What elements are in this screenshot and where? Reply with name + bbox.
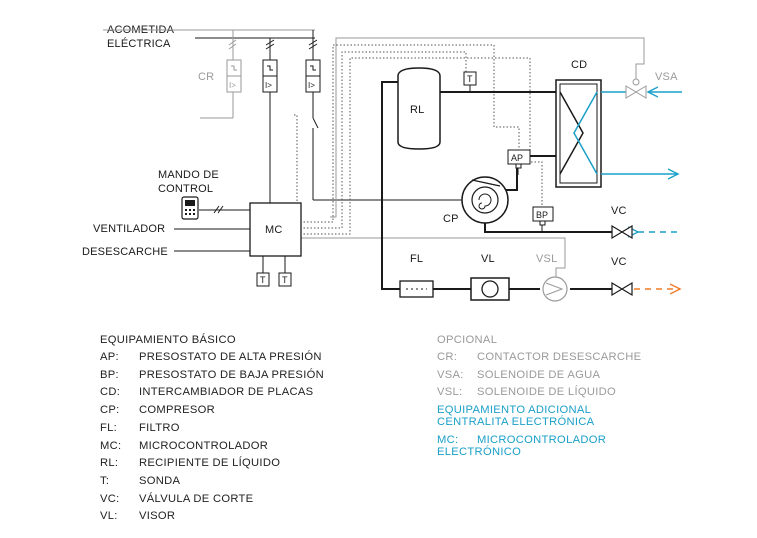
liquid-solenoid-vsl: VSL (536, 253, 568, 302)
legend-description: FILTRO (139, 421, 180, 434)
cp-label: CP (443, 213, 459, 225)
breaker-2: I> (305, 30, 462, 201)
mc-label: MC (265, 224, 283, 236)
vsa-control-line (330, 37, 645, 218)
vc-bottom-label: VC (611, 256, 627, 268)
breaker-1-mark: I> (265, 81, 272, 90)
legend-optional: OPCIONAL CR: CONTACTOR DESESCARCHE VSA: SOL… (437, 334, 747, 474)
electrical-supply: ACOMETIDA ELÉCTRICA (103, 24, 315, 50)
signal-lines (294, 44, 543, 235)
legend-extra-code: MC: (437, 434, 459, 446)
contactor-cr: CR I> (198, 30, 242, 119)
legend-optional-title: OPCIONAL (437, 334, 498, 346)
pressure-switch-ap: AP (507, 149, 531, 175)
shutoff-valve-bottom: VC (611, 256, 680, 297)
breaker-1: I> (262, 38, 278, 203)
plate-heat-exchanger: CD (555, 59, 602, 188)
legend-code: CD: (100, 386, 121, 399)
vsl-label: VSL (536, 253, 557, 265)
vsl-control-line (300, 237, 566, 280)
breaker-2-mark: I> (308, 81, 315, 90)
legend-basic: EQUIPAMIENTO BÁSICO AP: PRESOSTATO DE ALT… (100, 334, 400, 534)
outputs: VENTILADOR DESESCARCHE (82, 223, 250, 258)
fl-label: FL (410, 253, 423, 265)
cd-label: CD (571, 59, 587, 71)
legend-description: MICROCONTROLADOR (139, 439, 269, 452)
legend-description: PRESOSTATO DE BAJA PRESIÓN (139, 368, 324, 381)
legend-code: FL: (100, 421, 118, 434)
legend-code: VL: (100, 510, 118, 523)
legend-description: SOLENOIDE DE AGUA (477, 368, 601, 381)
diagram-label: T (282, 275, 288, 285)
legend-basic-title: EQUIPAMIENTO BÁSICO (100, 334, 236, 346)
diagram-label: I> (229, 81, 236, 90)
legend-code: AP: (100, 351, 119, 363)
refrigerant-circuit (381, 81, 612, 290)
sight-glass: VL (470, 253, 510, 301)
legend-code: VC: (100, 492, 120, 505)
vc-top-label: VC (611, 205, 627, 217)
legend-code: T: (100, 474, 110, 487)
cr-label: CR (198, 71, 214, 83)
diagram-label: T (260, 275, 266, 285)
diagram-label: AP (511, 153, 523, 163)
legend-code: CR: (437, 351, 458, 363)
probe-t-1 (256, 272, 270, 287)
legend-description: VISOR (139, 510, 176, 523)
diagram-label: BP (536, 210, 548, 220)
legend-code: BP: (100, 368, 119, 381)
vsa-label: VSA (655, 71, 678, 83)
legend-extra-title-1: EQUIPAMIENTO ADICIONAL (437, 404, 592, 416)
water-solenoid-vsa: VSA (625, 71, 678, 99)
legend-code: RL: (100, 457, 119, 470)
diagram-label: T (467, 74, 473, 84)
mando-label-1: MANDO DE (158, 169, 219, 181)
probe-t-line: T (463, 71, 477, 92)
legend-extra-title-2: CENTRALITA ELECTRÓNICA (437, 416, 595, 428)
filter: FL (399, 253, 434, 298)
remote-control: MANDO DE CONTROL (158, 169, 250, 220)
legend-code: VSL: (437, 386, 463, 399)
legend-description: VÁLVULA DE CORTE (139, 492, 254, 505)
pressure-switch-bp: BP (532, 206, 554, 232)
legend-extra-desc-1: MICROCONTROLADOR (477, 434, 607, 446)
compressor: CP (443, 176, 509, 225)
probe-t-2 (278, 272, 292, 287)
legend-extra-desc-2: ELECTRÓNICO (437, 446, 522, 458)
legend-description: CONTACTOR DESESCARCHE (477, 351, 642, 363)
ventilador-label: VENTILADOR (93, 223, 165, 235)
rl-label: RL (410, 104, 424, 116)
microcontroller: MC T T (249, 202, 302, 287)
legend-description: SONDA (139, 474, 181, 487)
water-lines (601, 92, 682, 232)
liquid-receiver: RL (397, 67, 441, 150)
legend-description: INTERCAMBIADOR DE PLACAS (139, 386, 314, 399)
legend-description: PRESOSTATO DE ALTA PRESIÓN (139, 351, 322, 363)
mando-label-2: CONTROL (158, 183, 213, 195)
legend-code: CP: (100, 404, 120, 417)
legend-description: COMPRESOR (139, 404, 216, 417)
legend-code: VSA: (437, 368, 464, 381)
desescarche-label: DESESCARCHE (82, 246, 168, 258)
acometida-label-2: ELÉCTRICA (107, 37, 171, 50)
legend-code: MC: (100, 439, 122, 452)
legend-description: SOLENOIDE DE LÍQUIDO (477, 386, 617, 399)
legend-description: RECIPIENTE DE LÍQUIDO (139, 457, 281, 470)
shutoff-valve-top: VC (611, 205, 633, 240)
vl-label: VL (481, 253, 495, 265)
